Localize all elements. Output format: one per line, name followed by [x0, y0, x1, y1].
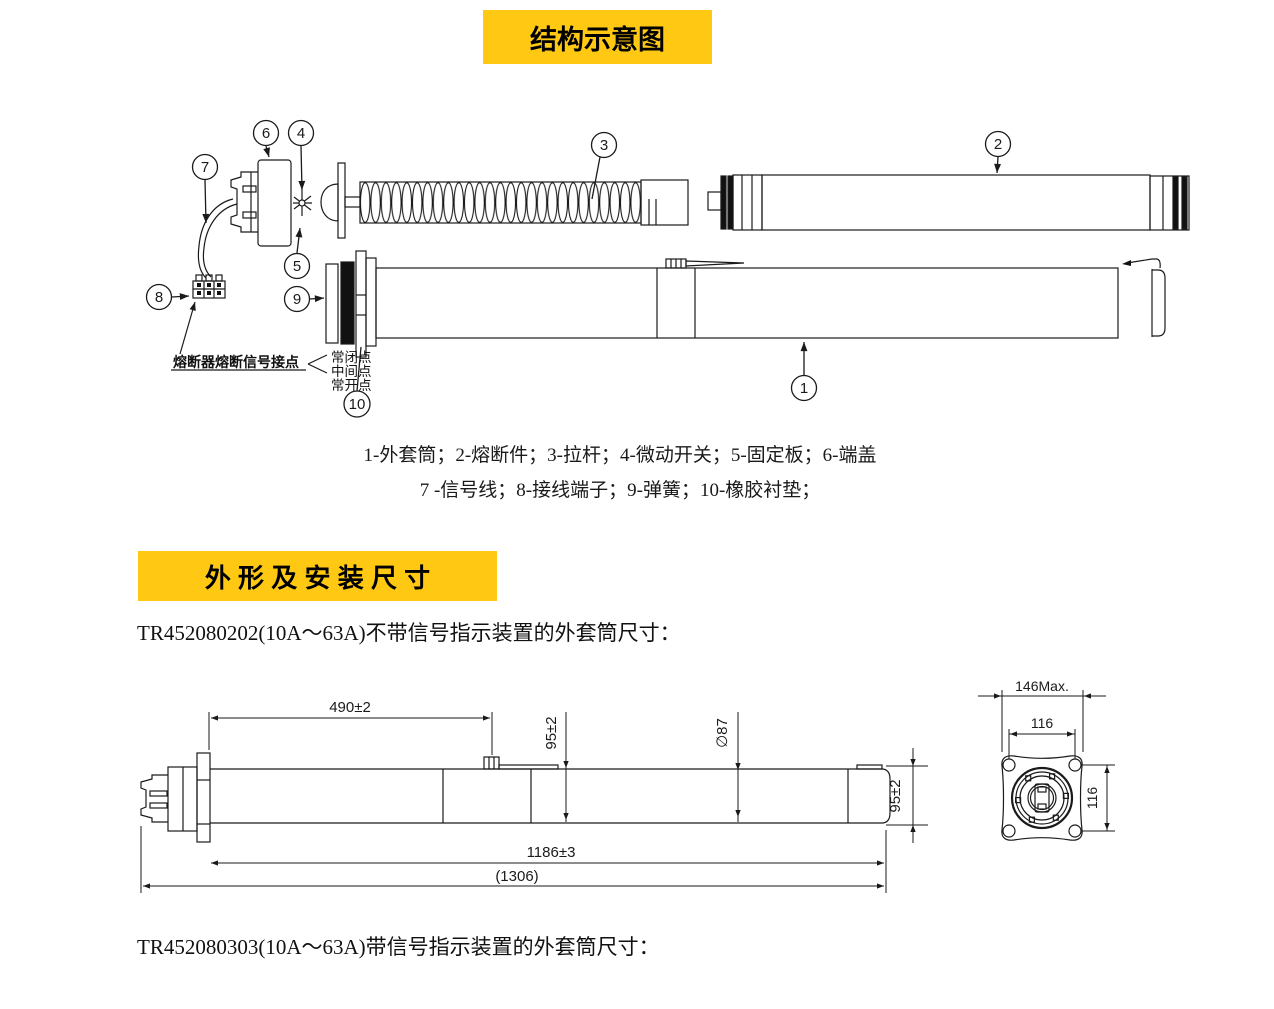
balloon-8: 8 [145, 283, 190, 311]
parts-caption: 1-外套筒；2-熔断件；3-拉杆；4-微动开关；5-固定板；6-端盖 7 -信号… [0, 438, 1240, 508]
balloon-8-number: 8 [155, 289, 163, 306]
balloon-1: 1 [790, 342, 818, 402]
dimension-lines-side [140, 712, 928, 893]
part-terminal-block [192, 274, 226, 299]
section-title-dimensions: 外 形 及 安 装 尺 寸 [138, 551, 497, 601]
end-view: 146Max. 116 116 [978, 678, 1115, 841]
balloon-2-number: 2 [994, 136, 1002, 153]
callout-balloons: 1 2 3 4 5 [145, 119, 1012, 418]
dim-length-main: 1186±3 [527, 844, 576, 861]
dim-length-overall: (1306) [495, 868, 538, 885]
balloon-5-number: 5 [293, 258, 301, 275]
balloon-6-number: 6 [262, 125, 270, 142]
balloon-5: 5 [283, 227, 311, 280]
drawing2-intro-text: TR452080303(10A～63A)带信号指示装置的外套筒尺寸： [137, 935, 660, 959]
balloon-2: 2 [984, 130, 1012, 174]
balloon-3-number: 3 [600, 137, 608, 154]
balloon-1-number: 1 [800, 380, 808, 397]
balloon-9-number: 9 [293, 291, 301, 308]
balloon-10: 10 [343, 346, 371, 418]
dim-height-right: 95±2 [887, 779, 904, 812]
drawing1-intro-text: TR452080202(10A～63A)不带信号指示装置的外套筒尺寸： [137, 621, 681, 645]
part-outer-tube [325, 250, 1166, 358]
balloon-3: 3 [590, 131, 618, 200]
balloon-9: 9 [283, 285, 325, 313]
dimension-drawing-side: 490±2 95±2 ∅87 95±2 1186±3 (1306) [140, 699, 928, 893]
balloon-7-number: 7 [201, 159, 209, 176]
contact-label-nc: 常闭点 [331, 350, 372, 365]
exploded-diagram: 熔断器熔断信号接点 常闭点 中间点 常开点 [171, 159, 1190, 393]
balloon-4: 4 [287, 119, 315, 191]
balloon-7: 7 [191, 153, 219, 224]
part-end-cap [230, 159, 292, 247]
balloon-4-number: 4 [297, 125, 305, 142]
dim-hole-spacing-h: 116 [1031, 715, 1054, 731]
part-fuse-element [707, 174, 1190, 231]
dim-hole-spacing-v: 116 [1084, 787, 1100, 810]
contact-label-no: 常开点 [331, 378, 372, 393]
dim-height-left: 95±2 [543, 716, 560, 749]
part-signal-wire [197, 198, 238, 279]
signal-contact-label: 熔断器熔断信号接点 [173, 354, 299, 371]
dimension-lines-end-view [978, 690, 1115, 832]
dim-diameter: ∅87 [714, 718, 731, 748]
section-title-structure: 结构示意图 [483, 10, 712, 64]
parts-caption-line1: 1-外套筒；2-熔断件；3-拉杆；4-微动开关；5-固定板；6-端盖 [363, 445, 877, 466]
balloon-10-number: 10 [349, 396, 366, 413]
contact-label-mid: 中间点 [331, 364, 372, 379]
signal-contact-annotation: 熔断器熔断信号接点 常闭点 中间点 常开点 [171, 301, 372, 393]
parts-caption-line2: 7 -信号线；8-接线端子；9-弹簧；10-橡胶衬垫； [419, 480, 821, 501]
part-pull-rod [320, 162, 689, 239]
balloon-6: 6 [252, 119, 280, 158]
part-micro-switch [293, 190, 312, 216]
dim-length-partial: 490±2 [329, 699, 371, 716]
dim-width-max: 146Max. [1015, 678, 1069, 694]
